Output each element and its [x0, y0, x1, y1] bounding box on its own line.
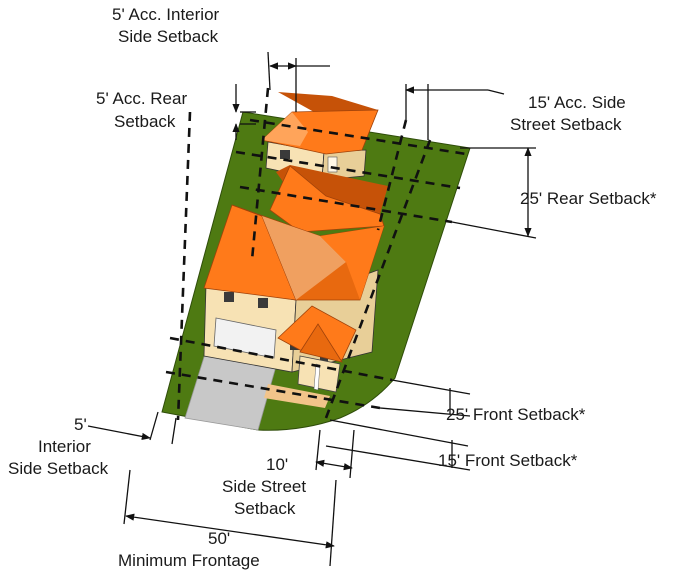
house-window-4 [320, 354, 328, 364]
setback-acc-side-street [376, 119, 408, 231]
main-house [203, 165, 388, 393]
label-side-street-line3: Setback [234, 499, 296, 518]
label-side-street-line2: Side Street [222, 477, 306, 496]
label-front-setback-15: 15' Front Setback* [438, 451, 578, 470]
label-frontage-line2: Minimum Frontage [118, 551, 260, 570]
label-rear-setback: 25' Rear Setback* [520, 189, 657, 208]
setback-rear-1 [239, 185, 453, 224]
house-window-2 [258, 298, 268, 308]
labels: 5' Acc. Interior Side Setback 5' Acc. Re… [8, 5, 657, 570]
dimension-lines [87, 51, 537, 567]
label-acc-side-street-line1: 15' Acc. Side [528, 93, 626, 112]
label-interior-side-line2: Interior [38, 437, 91, 456]
roof-porch-gable [299, 323, 343, 363]
setback-interior-side [176, 111, 192, 421]
label-side-street-line1: 10' [266, 455, 288, 474]
acc-door [327, 156, 338, 173]
label-interior-side-line1: 5' [74, 415, 87, 434]
label-front-setback-25: 25' Front Setback* [446, 405, 586, 424]
roof-main-hip [262, 216, 346, 300]
label-interior-side-line3: Side Setback [8, 459, 109, 478]
label-frontage-line1: 50' [208, 529, 230, 548]
porch-column [313, 363, 321, 391]
garage-door [213, 317, 277, 359]
setback-front-15 [165, 370, 381, 410]
label-acc-rear-line1: 5' Acc. Rear [96, 89, 187, 108]
acc-window [280, 150, 290, 159]
label-acc-rear-line2: Setback [114, 112, 176, 131]
label-acc-interior-side-line1: 5' Acc. Interior [112, 5, 220, 24]
label-acc-interior-side-line2: Side Setback [118, 27, 219, 46]
label-acc-side-street-line2: Street Setback [510, 115, 622, 134]
setback-acc-interior-side [250, 87, 270, 261]
acc-roof-hip [262, 112, 308, 146]
setback-lines [165, 87, 467, 421]
house-window-1 [224, 292, 234, 302]
setback-rear-2 [235, 150, 461, 190]
setback-acc-rear [249, 118, 467, 156]
setback-front-25 [169, 336, 393, 382]
roof-main-right [320, 226, 384, 300]
